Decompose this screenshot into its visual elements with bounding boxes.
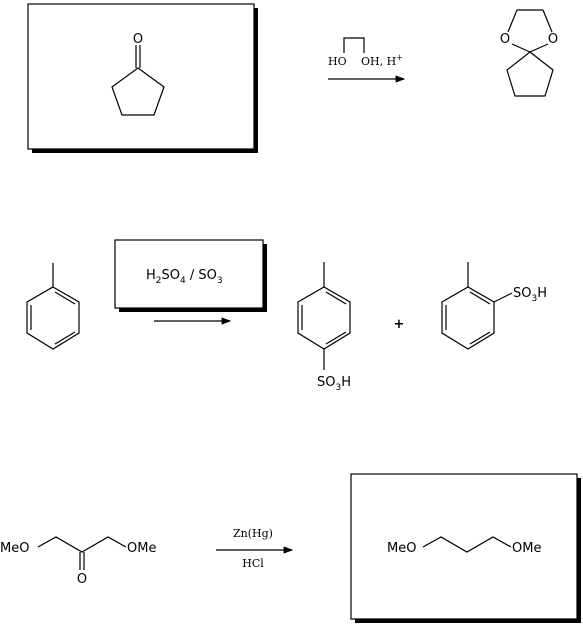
dimethoxyacetone: MeO O OMe — [0, 536, 156, 587]
dimethoxypropane-box: MeO OMe — [350, 473, 581, 623]
double-bond-2 — [325, 331, 347, 345]
reagent-zn-hg: Zn(Hg) — [233, 527, 273, 540]
double-bond-3 — [325, 291, 347, 305]
sulfonyl-bond — [493, 292, 513, 303]
carbon-chain — [37, 536, 127, 553]
glycol-oh: OH, H+ — [361, 53, 403, 68]
double-bond-2 — [469, 331, 491, 345]
ortho-toluenesulfonic-acid: SO3H — [441, 262, 547, 350]
double-bond-2 — [54, 331, 76, 345]
ketal-o2: O — [548, 32, 558, 47]
ketal-product: O O — [500, 9, 558, 97]
ketal-o1: O — [500, 32, 510, 47]
double-bond-3 — [54, 291, 76, 305]
reagent-ethylene-glycol: HO OH, H+ — [328, 37, 406, 83]
box-frame — [27, 3, 255, 150]
meo-left: MeO — [0, 541, 29, 556]
glycol-ho: HO — [328, 55, 347, 68]
glycol-bonds — [343, 37, 365, 53]
ring — [111, 67, 165, 116]
clemmensen-reagent: Zn(Hg) HCl — [216, 527, 294, 570]
benzene-ring — [297, 286, 351, 350]
so3h-label: SO3H — [317, 375, 351, 393]
sulfonation-reagent-box: H2SO4 / SO3 — [114, 239, 267, 312]
reagent-h2so4-so3: H2SO4 / SO3 — [146, 268, 223, 286]
ome-right: OMe — [127, 541, 156, 556]
benzene-ring — [441, 286, 495, 350]
cyclopentanone: O — [111, 32, 165, 116]
dioxolane-right — [542, 9, 553, 33]
reaction-3: MeO O OMe Zn(Hg) HCl MeO OMe — [0, 473, 581, 623]
box-frame — [114, 239, 264, 309]
o1-spiro — [511, 43, 531, 53]
reaction-1: O HO OH, H+ O O — [27, 3, 558, 153]
product-meo: MeO — [387, 541, 416, 556]
o2-spiro — [529, 43, 549, 53]
carbonyl-oxygen: O — [77, 572, 87, 587]
oxygen-label: O — [133, 32, 143, 47]
para-toluenesulfonic-acid: SO3H — [297, 262, 351, 393]
plus-sign: + — [394, 317, 405, 332]
dioxolane-left — [507, 9, 518, 33]
cyclopentanone-box — [27, 3, 258, 153]
toluene — [26, 263, 80, 350]
product-ome: OMe — [512, 541, 541, 556]
benzene-ring — [26, 286, 80, 350]
box-frame — [350, 473, 578, 620]
cyclopentane-ring — [506, 51, 554, 97]
double-bond-3 — [469, 291, 491, 305]
so3h-label: SO3H — [513, 286, 547, 304]
product-chain — [422, 536, 512, 553]
reagent-hcl: HCl — [242, 557, 264, 570]
reaction-2: H2SO4 / SO3 SO3H + SO3H — [26, 239, 547, 393]
